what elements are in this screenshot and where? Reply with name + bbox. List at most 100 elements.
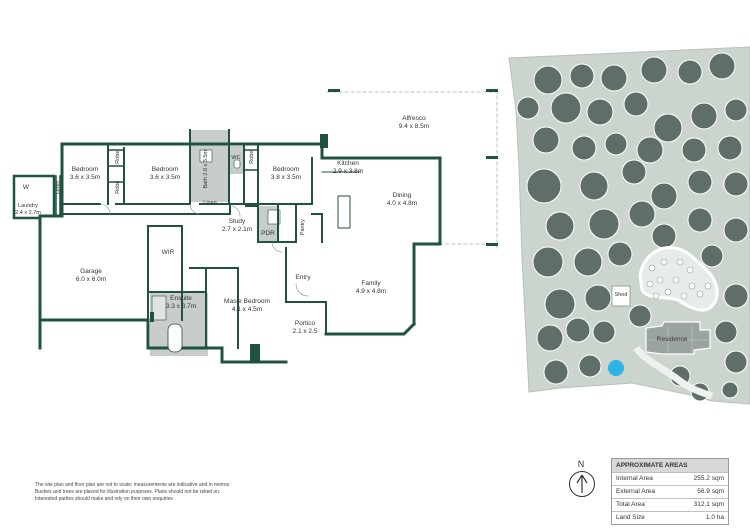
- tree: [650, 182, 678, 210]
- driveway: [633, 345, 714, 400]
- tree: [651, 223, 677, 249]
- shrub: [688, 282, 696, 290]
- door-swings: [99, 203, 309, 297]
- site-plan: [508, 46, 750, 405]
- shed-building: [611, 285, 631, 307]
- tree: [532, 126, 560, 154]
- tree: [584, 284, 612, 312]
- areas-title: APPROXIMATE AREAS: [612, 459, 728, 472]
- disclaimer: The site plan and floor plan are not to …: [35, 482, 229, 503]
- tree: [621, 159, 647, 185]
- north-arrow-icon: [576, 474, 588, 493]
- shrub: [652, 292, 660, 300]
- shrub: [696, 290, 704, 298]
- shed-label: Shed: [614, 292, 628, 298]
- north-label: N: [577, 459, 585, 469]
- tree: [607, 241, 633, 267]
- disclaimer-line: Bushes and trees are placed for illustra…: [35, 489, 221, 495]
- tree: [578, 354, 602, 378]
- linen-left-label: Linen: [54, 180, 61, 194]
- tree: [708, 52, 736, 80]
- disclaimer-line: Interested parties should make and rely …: [35, 496, 173, 502]
- tree: [526, 168, 562, 204]
- tree: [721, 381, 739, 399]
- site-trees: [516, 52, 749, 402]
- tree: [571, 135, 597, 161]
- tree: [628, 304, 652, 328]
- shrub: [704, 282, 712, 290]
- alfresco-post: [328, 89, 340, 92]
- tree: [565, 317, 591, 343]
- pantry-label: Pantry: [299, 219, 306, 236]
- tree: [690, 102, 718, 130]
- wir-label: WIR: [161, 249, 175, 256]
- north-arrow: N: [566, 459, 596, 503]
- tree: [536, 324, 564, 352]
- house-floor-plan: [12, 89, 498, 364]
- tree: [569, 63, 595, 89]
- tree: [544, 288, 576, 320]
- shrub: [660, 258, 668, 266]
- tree: [516, 96, 540, 120]
- robe-label: Robe: [248, 150, 255, 164]
- tree: [604, 132, 628, 156]
- robe-label: Robe: [114, 150, 121, 164]
- pool: [608, 360, 624, 376]
- bath-label: Bath 2.0 x 3.5m: [202, 149, 209, 189]
- bathtub: [167, 323, 183, 353]
- tree: [532, 246, 564, 278]
- shower: [151, 295, 167, 321]
- residence-label: Residence: [656, 336, 688, 343]
- tree: [579, 171, 609, 201]
- residence-building: [645, 321, 711, 355]
- pdr-label: PDR: [261, 230, 275, 237]
- north-circle: [569, 471, 595, 497]
- tree: [723, 217, 749, 243]
- vanity: [199, 149, 213, 163]
- shrub: [664, 288, 672, 296]
- shrub: [646, 280, 654, 288]
- tree: [545, 211, 575, 241]
- tree: [677, 59, 703, 85]
- linen-hall-label: Linen: [203, 200, 217, 206]
- shrub: [680, 292, 688, 300]
- tree: [533, 65, 563, 95]
- house-floor: [40, 144, 440, 362]
- tree: [700, 244, 724, 268]
- shrub: [648, 264, 656, 272]
- shrub: [686, 266, 694, 274]
- residence-roofline: [648, 324, 708, 352]
- tree: [640, 56, 668, 84]
- alfresco-post: [486, 156, 498, 159]
- laundry-floor: [14, 176, 54, 216]
- robe-label: Robe: [114, 180, 121, 194]
- tree: [714, 320, 738, 344]
- tree: [573, 247, 603, 277]
- shrub: [672, 276, 680, 284]
- tree: [724, 350, 748, 374]
- kitchen-bench: [321, 171, 361, 229]
- tree: [550, 92, 582, 124]
- tree: [543, 359, 569, 385]
- laundry-w-label: W: [22, 184, 30, 191]
- tree: [681, 137, 707, 163]
- toilet: [233, 159, 241, 169]
- tree: [687, 207, 713, 233]
- tree: [723, 283, 749, 309]
